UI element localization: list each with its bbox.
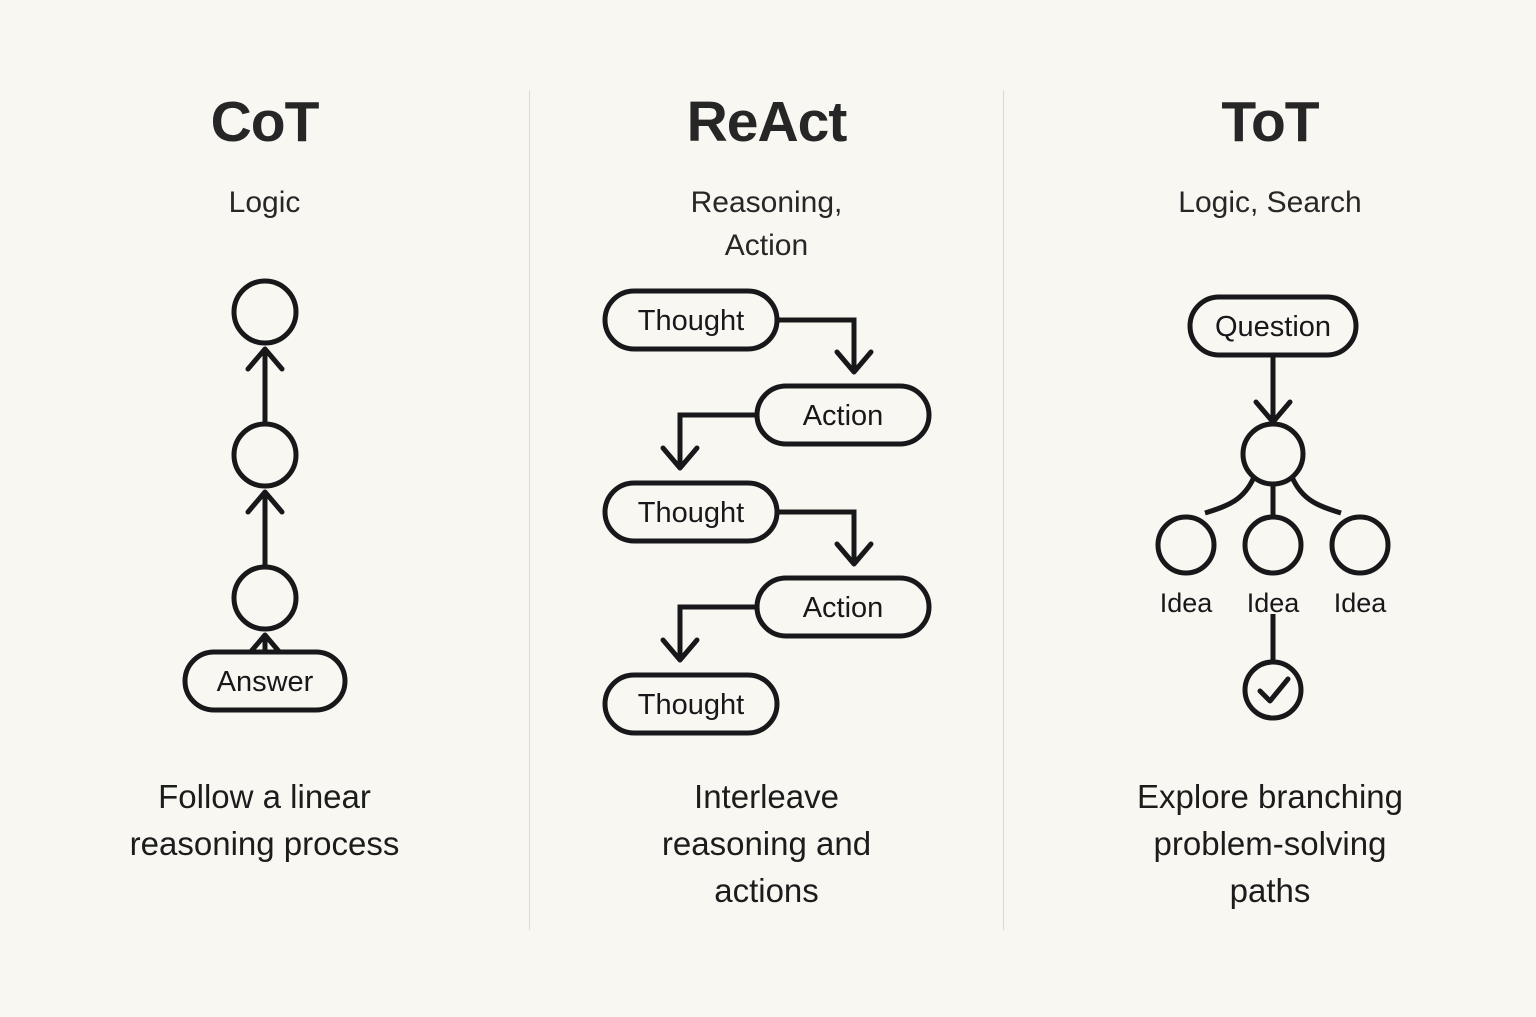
tot-leaf-label-3: Idea (1334, 588, 1388, 618)
cot-title: CoT (210, 90, 320, 154)
react-connector-2 (677, 412, 759, 466)
column-cot: CoT Logic Answer (0, 0, 529, 1017)
cot-arrowhead-3 (245, 346, 284, 372)
react-arrowhead-2 (660, 445, 699, 471)
tot-branch-right (1289, 475, 1342, 516)
react-diagram: Thought Action Thought Action Thought (530, 262, 1003, 752)
cot-diagram: Answer (0, 262, 529, 732)
react-step-pill-2 (754, 383, 931, 447)
cot-step-circle-2 (231, 421, 298, 489)
react-caption: Interleave reasoning and actions (661, 778, 872, 909)
tot-leaf-circle-3 (1329, 514, 1391, 576)
tot-question-label: Question (1215, 311, 1331, 343)
react-step-label-1: Thought (637, 305, 743, 337)
cot-caption: Follow a linear reasoning process (129, 778, 400, 862)
tot-result-circle (1242, 659, 1304, 721)
react-subtitle: Reasoning, Action (690, 186, 843, 262)
tot-caption: Explore branching problem-solving paths (1137, 778, 1403, 909)
tot-diagram: Question Idea Idea Idea (1004, 262, 1536, 752)
react-step-pill-4 (754, 575, 931, 639)
react-step-label-4: Action (802, 592, 883, 624)
react-step-label-2: Action (802, 400, 883, 432)
tot-branch-left (1204, 475, 1257, 516)
column-divider-2 (1003, 90, 1004, 930)
check-icon (1257, 676, 1291, 704)
column-divider-1 (529, 90, 530, 930)
cot-subtitle: Logic (228, 186, 301, 219)
cot-step-circle-3 (231, 278, 298, 346)
tot-leaf-circle-1 (1155, 514, 1217, 576)
react-arrowhead-4 (660, 637, 699, 663)
tot-subtitle: Logic, Search (1178, 186, 1362, 219)
react-step-label-3: Thought (637, 497, 743, 529)
cot-arrowhead-2 (245, 489, 284, 515)
react-connector-1 (774, 317, 856, 370)
tot-leaf-label-2: Idea (1247, 588, 1301, 618)
column-react: ReAct Reasoning, Action Thought (530, 0, 1003, 1017)
react-step-pill-1 (602, 288, 779, 352)
column-tot: ToT Logic, Search Question (1004, 0, 1536, 1017)
cot-answer-pill (182, 649, 347, 713)
tot-root-circle (1240, 421, 1306, 487)
react-title: ReAct (686, 90, 848, 154)
react-connector-3 (774, 509, 856, 562)
tot-title: ToT (1221, 90, 1319, 154)
react-step-pill-5 (602, 672, 779, 736)
tot-leaf-label-1: Idea (1160, 588, 1214, 618)
tot-leaf-circle-2 (1242, 514, 1304, 576)
cot-answer-label: Answer (216, 666, 313, 698)
react-arrowhead-3 (834, 541, 873, 567)
cot-arrowhead-1 (245, 632, 284, 658)
react-arrowhead-1 (834, 349, 873, 375)
react-connector-4 (677, 604, 759, 658)
react-step-pill-3 (602, 480, 779, 544)
react-step-label-5: Thought (637, 689, 743, 721)
cot-step-circle-1 (231, 564, 298, 632)
